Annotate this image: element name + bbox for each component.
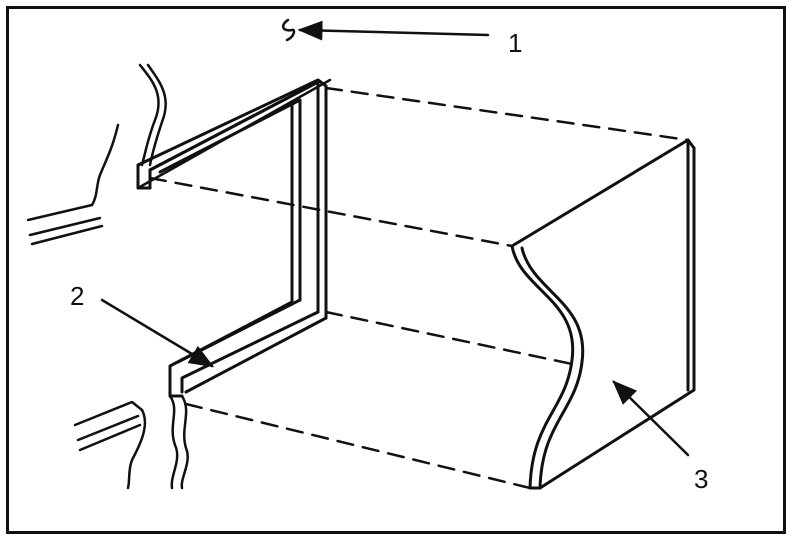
callout-1-leader xyxy=(282,18,490,42)
diagram-border xyxy=(6,6,786,534)
callout-2-leader xyxy=(100,298,215,368)
callout-3-leader xyxy=(612,380,690,457)
projection-lines xyxy=(148,86,690,490)
callout-1-label: 1 xyxy=(508,28,522,58)
opening-frame xyxy=(136,78,328,398)
callout-3-label: 3 xyxy=(694,464,708,494)
callout-2-label: 2 xyxy=(70,281,84,311)
torn-sheet-lower xyxy=(73,394,189,490)
replacement-panel xyxy=(510,138,696,490)
